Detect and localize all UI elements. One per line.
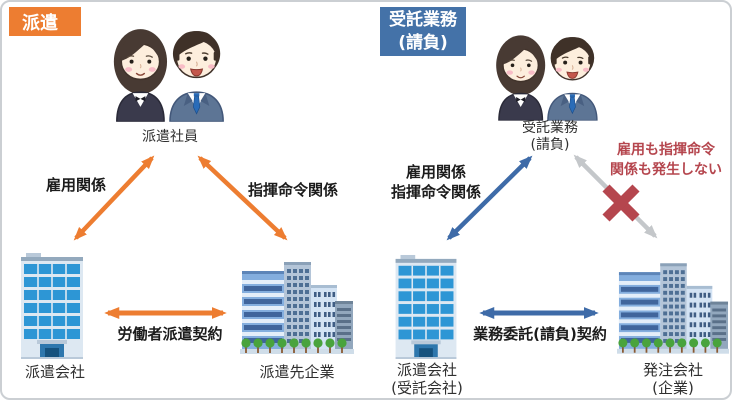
contracted-company-building-illustration — [394, 254, 458, 359]
employment-command-label-right: 雇用関係 指揮命令関係 — [385, 162, 487, 202]
dispatch-worker-label: 派遣社員 — [142, 129, 198, 145]
contract-header-badge: 受託業務 (請負) — [380, 7, 466, 56]
dispatch-company-building-illustration — [20, 252, 84, 359]
dispatch-header-badge: 派遣 — [9, 7, 81, 36]
command-relation-label-left: 指揮命令関係 — [248, 181, 339, 199]
contract-workers-illustration — [488, 25, 606, 121]
no-relation-note: 雇用も指揮命令 関係も発生しない — [599, 140, 730, 180]
command-label-right: 指揮命令関係 — [390, 183, 481, 201]
ordering-company-label: 発注会社 (企業) — [616, 361, 730, 397]
client-company-buildings-illustration — [240, 259, 354, 359]
no-relation-line2: 関係も発生しない — [610, 162, 722, 178]
contracted-company-line1: 派遣会社 — [396, 361, 457, 379]
contracted-company-line2: (受託会社) — [391, 379, 463, 397]
contracted-company-label: 派遣会社 (受託会社) — [385, 361, 469, 397]
outsourcing-contract-label: 業務委託(請負)契約 — [473, 325, 607, 343]
red-x-mark — [602, 184, 640, 222]
contract-worker-label: 受託業務 (請負) — [495, 120, 605, 154]
no-relation-line1: 雇用も指揮命令 — [617, 142, 715, 158]
contract-worker-line1: 受託業務 — [522, 120, 578, 136]
contract-worker-line2: (請負) — [530, 137, 570, 153]
dispatch-header-label: 派遣 — [22, 12, 58, 34]
client-company-label: 派遣先企業 — [259, 363, 335, 381]
ordering-company-line1: 発注会社 — [642, 361, 703, 379]
employment-label-right: 雇用関係 — [405, 163, 466, 181]
ordering-company-buildings-illustration — [617, 260, 729, 359]
employment-relation-label-left: 雇用関係 — [46, 176, 107, 194]
contract-header-line2: (請負) — [398, 32, 448, 53]
dispatch-contract-label: 労働者派遣契約 — [117, 325, 223, 343]
dispatch-company-label: 派遣会社 — [24, 363, 85, 381]
employment-relation-arrow-left — [73, 155, 155, 241]
dispatch-workers-illustration — [105, 18, 233, 122]
ordering-company-line2: (企業) — [652, 379, 694, 397]
contract-header-line1: 受託業務 — [389, 9, 457, 30]
